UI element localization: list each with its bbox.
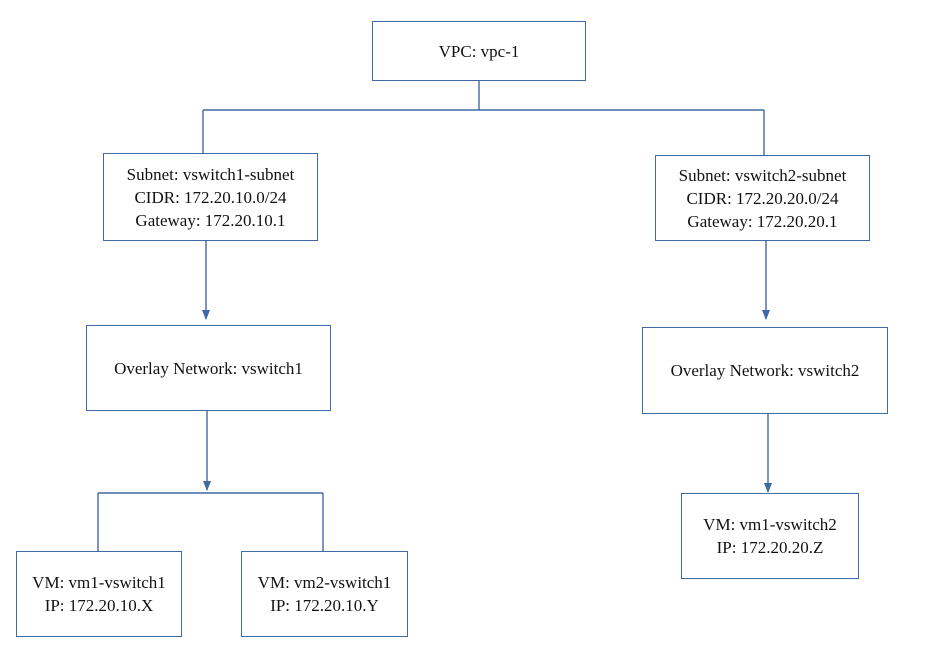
vm1-vswitch2-node: VM: vm1-vswitch2 IP: 172.20.20.Z xyxy=(681,493,859,579)
vm1-vswitch1-ip: IP: 172.20.10.X xyxy=(44,596,154,615)
subnet-vswitch2-node: Subnet: vswitch2-subnet CIDR: 172.20.20.… xyxy=(655,155,870,241)
vm1-vswitch1-name: VM: vm1-vswitch1 xyxy=(32,573,166,592)
vm2-vswitch1-ip: IP: 172.20.10.Y xyxy=(270,596,379,615)
vm1-vswitch1-node: VM: vm1-vswitch1 IP: 172.20.10.X xyxy=(16,551,182,637)
overlay2-label: Overlay Network: vswitch2 xyxy=(670,361,860,380)
overlay1-label: Overlay Network: vswitch1 xyxy=(114,358,303,378)
subnet-vswitch1-node: Subnet: vswitch1-subnet CIDR: 172.20.10.… xyxy=(103,153,318,241)
vm2-vswitch1-name: VM: vm2-vswitch1 xyxy=(257,573,392,592)
subnet1-name: Subnet: vswitch1-subnet xyxy=(126,164,295,184)
overlay-vswitch2-node: Overlay Network: vswitch2 xyxy=(642,327,888,414)
vm2-vswitch1-node: VM: vm2-vswitch1 IP: 172.20.10.Y xyxy=(241,551,408,637)
subnet2-name: Subnet: vswitch2-subnet xyxy=(678,165,847,185)
subnet1-gateway: Gateway: 172.20.10.1 xyxy=(135,210,286,230)
vpc-node: VPC: vpc-1 xyxy=(372,21,586,81)
subnet2-gateway: Gateway: 172.20.20.1 xyxy=(687,211,838,231)
vm1-vswitch2-name: VM: vm1-vswitch2 xyxy=(703,515,837,534)
overlay-vswitch1-node: Overlay Network: vswitch1 xyxy=(86,325,331,411)
subnet1-cidr: CIDR: 172.20.10.0/24 xyxy=(134,187,287,207)
vpc-label: VPC: vpc-1 xyxy=(438,41,520,61)
vm1-vswitch2-ip: IP: 172.20.20.Z xyxy=(716,538,824,557)
subnet2-cidr: CIDR: 172.20.20.0/24 xyxy=(686,188,839,208)
